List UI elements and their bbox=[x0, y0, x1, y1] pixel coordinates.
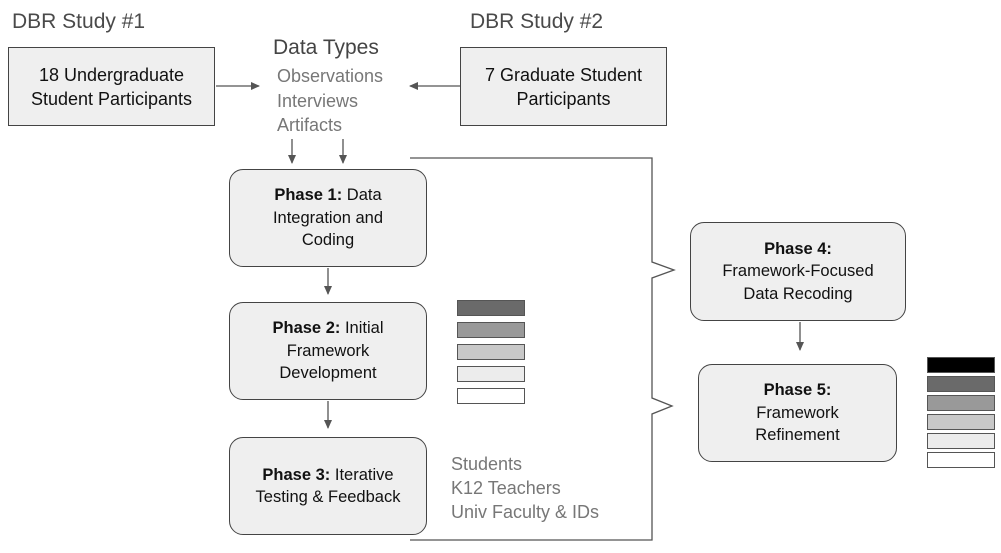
study2-participants-line1: 7 Graduate Student bbox=[484, 64, 643, 85]
legend-small-swatches bbox=[457, 300, 525, 404]
phase4-label: Phase 4: bbox=[764, 239, 832, 258]
phase3-label: Phase 3: bbox=[262, 465, 331, 484]
phase1-box: Phase 1: Data Integration and Coding bbox=[229, 169, 427, 267]
audience-list: Students K12 Teachers Univ Faculty & IDs bbox=[451, 452, 599, 524]
legend-swatch bbox=[927, 452, 995, 468]
data-types-title: Data Types bbox=[273, 36, 379, 59]
legend-swatch bbox=[457, 344, 525, 360]
phase1-line3: Coding bbox=[301, 231, 355, 250]
phase5-box: Phase 5: Framework Refinement bbox=[698, 364, 897, 462]
phase5-label: Phase 5: bbox=[763, 381, 832, 400]
legend-swatch bbox=[927, 376, 995, 392]
phase4-box: Phase 4: Framework-Focused Data Recoding bbox=[690, 222, 906, 321]
legend-swatch bbox=[457, 366, 525, 382]
phase4-line1: Framework-Focused bbox=[722, 262, 874, 281]
phase2-line3: Development bbox=[279, 364, 377, 383]
legend-swatch bbox=[457, 300, 525, 316]
legend-swatch bbox=[927, 395, 995, 411]
legend-swatch bbox=[927, 357, 995, 373]
phase1-line1: Data bbox=[346, 186, 382, 205]
phase3-line1: Iterative bbox=[334, 465, 394, 484]
phase1-line2: Integration and bbox=[272, 208, 384, 227]
phase5-line2: Refinement bbox=[755, 426, 840, 445]
phase1-label: Phase 1: bbox=[274, 186, 343, 205]
study2-title: DBR Study #2 bbox=[470, 10, 604, 33]
phase3-line2: Testing & Feedback bbox=[255, 488, 401, 506]
data-type-item: Interviews bbox=[277, 90, 359, 111]
study1-participants-line1: 18 Undergraduate bbox=[38, 64, 185, 85]
legend-swatch bbox=[457, 322, 525, 338]
brace-phases-1-3 bbox=[410, 157, 676, 541]
audience-item: K12 Teachers bbox=[451, 478, 561, 498]
audience-item: Univ Faculty & IDs bbox=[451, 502, 600, 522]
phase2-box: Phase 2: Initial Framework Development bbox=[229, 302, 427, 400]
legend-large-swatches bbox=[927, 357, 995, 468]
legend-swatch bbox=[457, 388, 525, 404]
phase2-label: Phase 2: bbox=[272, 319, 341, 338]
data-types-list: Observations Interviews Artifacts bbox=[277, 64, 383, 138]
study1-title: DBR Study #1 bbox=[12, 10, 146, 33]
data-type-item: Observations bbox=[277, 66, 384, 86]
phase4-line2: Data Recoding bbox=[743, 284, 853, 303]
legend-swatch bbox=[927, 414, 995, 430]
phase3-box: Phase 3: Iterative Testing & Feedback bbox=[229, 437, 427, 535]
phase5-line1: Framework bbox=[756, 403, 839, 422]
audience-item: Students bbox=[451, 454, 523, 474]
study2-participants-line2: Participants bbox=[516, 88, 611, 109]
phase2-line1: Initial bbox=[344, 319, 384, 338]
data-type-item: Artifacts bbox=[277, 115, 343, 135]
study1-participants-box: 18 Undergraduate Student Participants bbox=[8, 47, 215, 126]
phase2-line2: Framework bbox=[286, 341, 370, 360]
study2-participants-box: 7 Graduate Student Participants bbox=[460, 47, 667, 126]
study1-participants-line2: Student Participants bbox=[30, 88, 193, 109]
legend-swatch bbox=[927, 433, 995, 449]
